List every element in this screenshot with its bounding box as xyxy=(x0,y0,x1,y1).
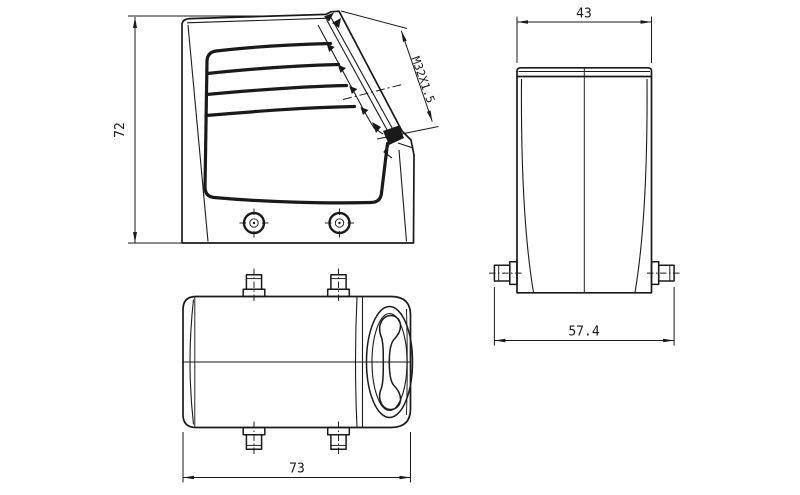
latch-pin-bottom-right xyxy=(326,421,351,456)
louver-bar xyxy=(204,83,349,97)
louver-panel xyxy=(203,41,390,205)
louver-bar xyxy=(205,62,341,76)
cable-entry-boss xyxy=(365,305,414,419)
front-view: 43 57.4 xyxy=(489,7,680,346)
screw-head xyxy=(239,208,269,238)
latch-pin-top-right xyxy=(326,268,351,303)
front-top-width-dimension: 43 xyxy=(516,7,652,63)
latch-pin-left xyxy=(489,261,522,286)
side-height-label: 72 xyxy=(113,122,128,138)
thread-dimension-label: M32X1.5 xyxy=(409,54,438,104)
front-top-width-label: 43 xyxy=(576,7,592,22)
front-overall-width-dimension: 57.4 xyxy=(493,287,675,346)
top-length-label: 73 xyxy=(289,462,305,477)
cable-entry-flange xyxy=(317,12,414,159)
entry-centerline xyxy=(342,83,405,100)
cable-entry-opening xyxy=(378,314,402,411)
side-view: 72 xyxy=(113,10,439,244)
latch-pin-top-left xyxy=(242,268,266,303)
latch-pin-right xyxy=(647,261,680,286)
latch-pin-bottom-left xyxy=(242,421,266,456)
louver-bar xyxy=(204,104,357,118)
top-view: 73 xyxy=(182,268,414,483)
front-overall-width-label: 57.4 xyxy=(568,325,599,340)
top-length-dimension: 73 xyxy=(182,432,411,483)
screw-head xyxy=(325,208,354,238)
